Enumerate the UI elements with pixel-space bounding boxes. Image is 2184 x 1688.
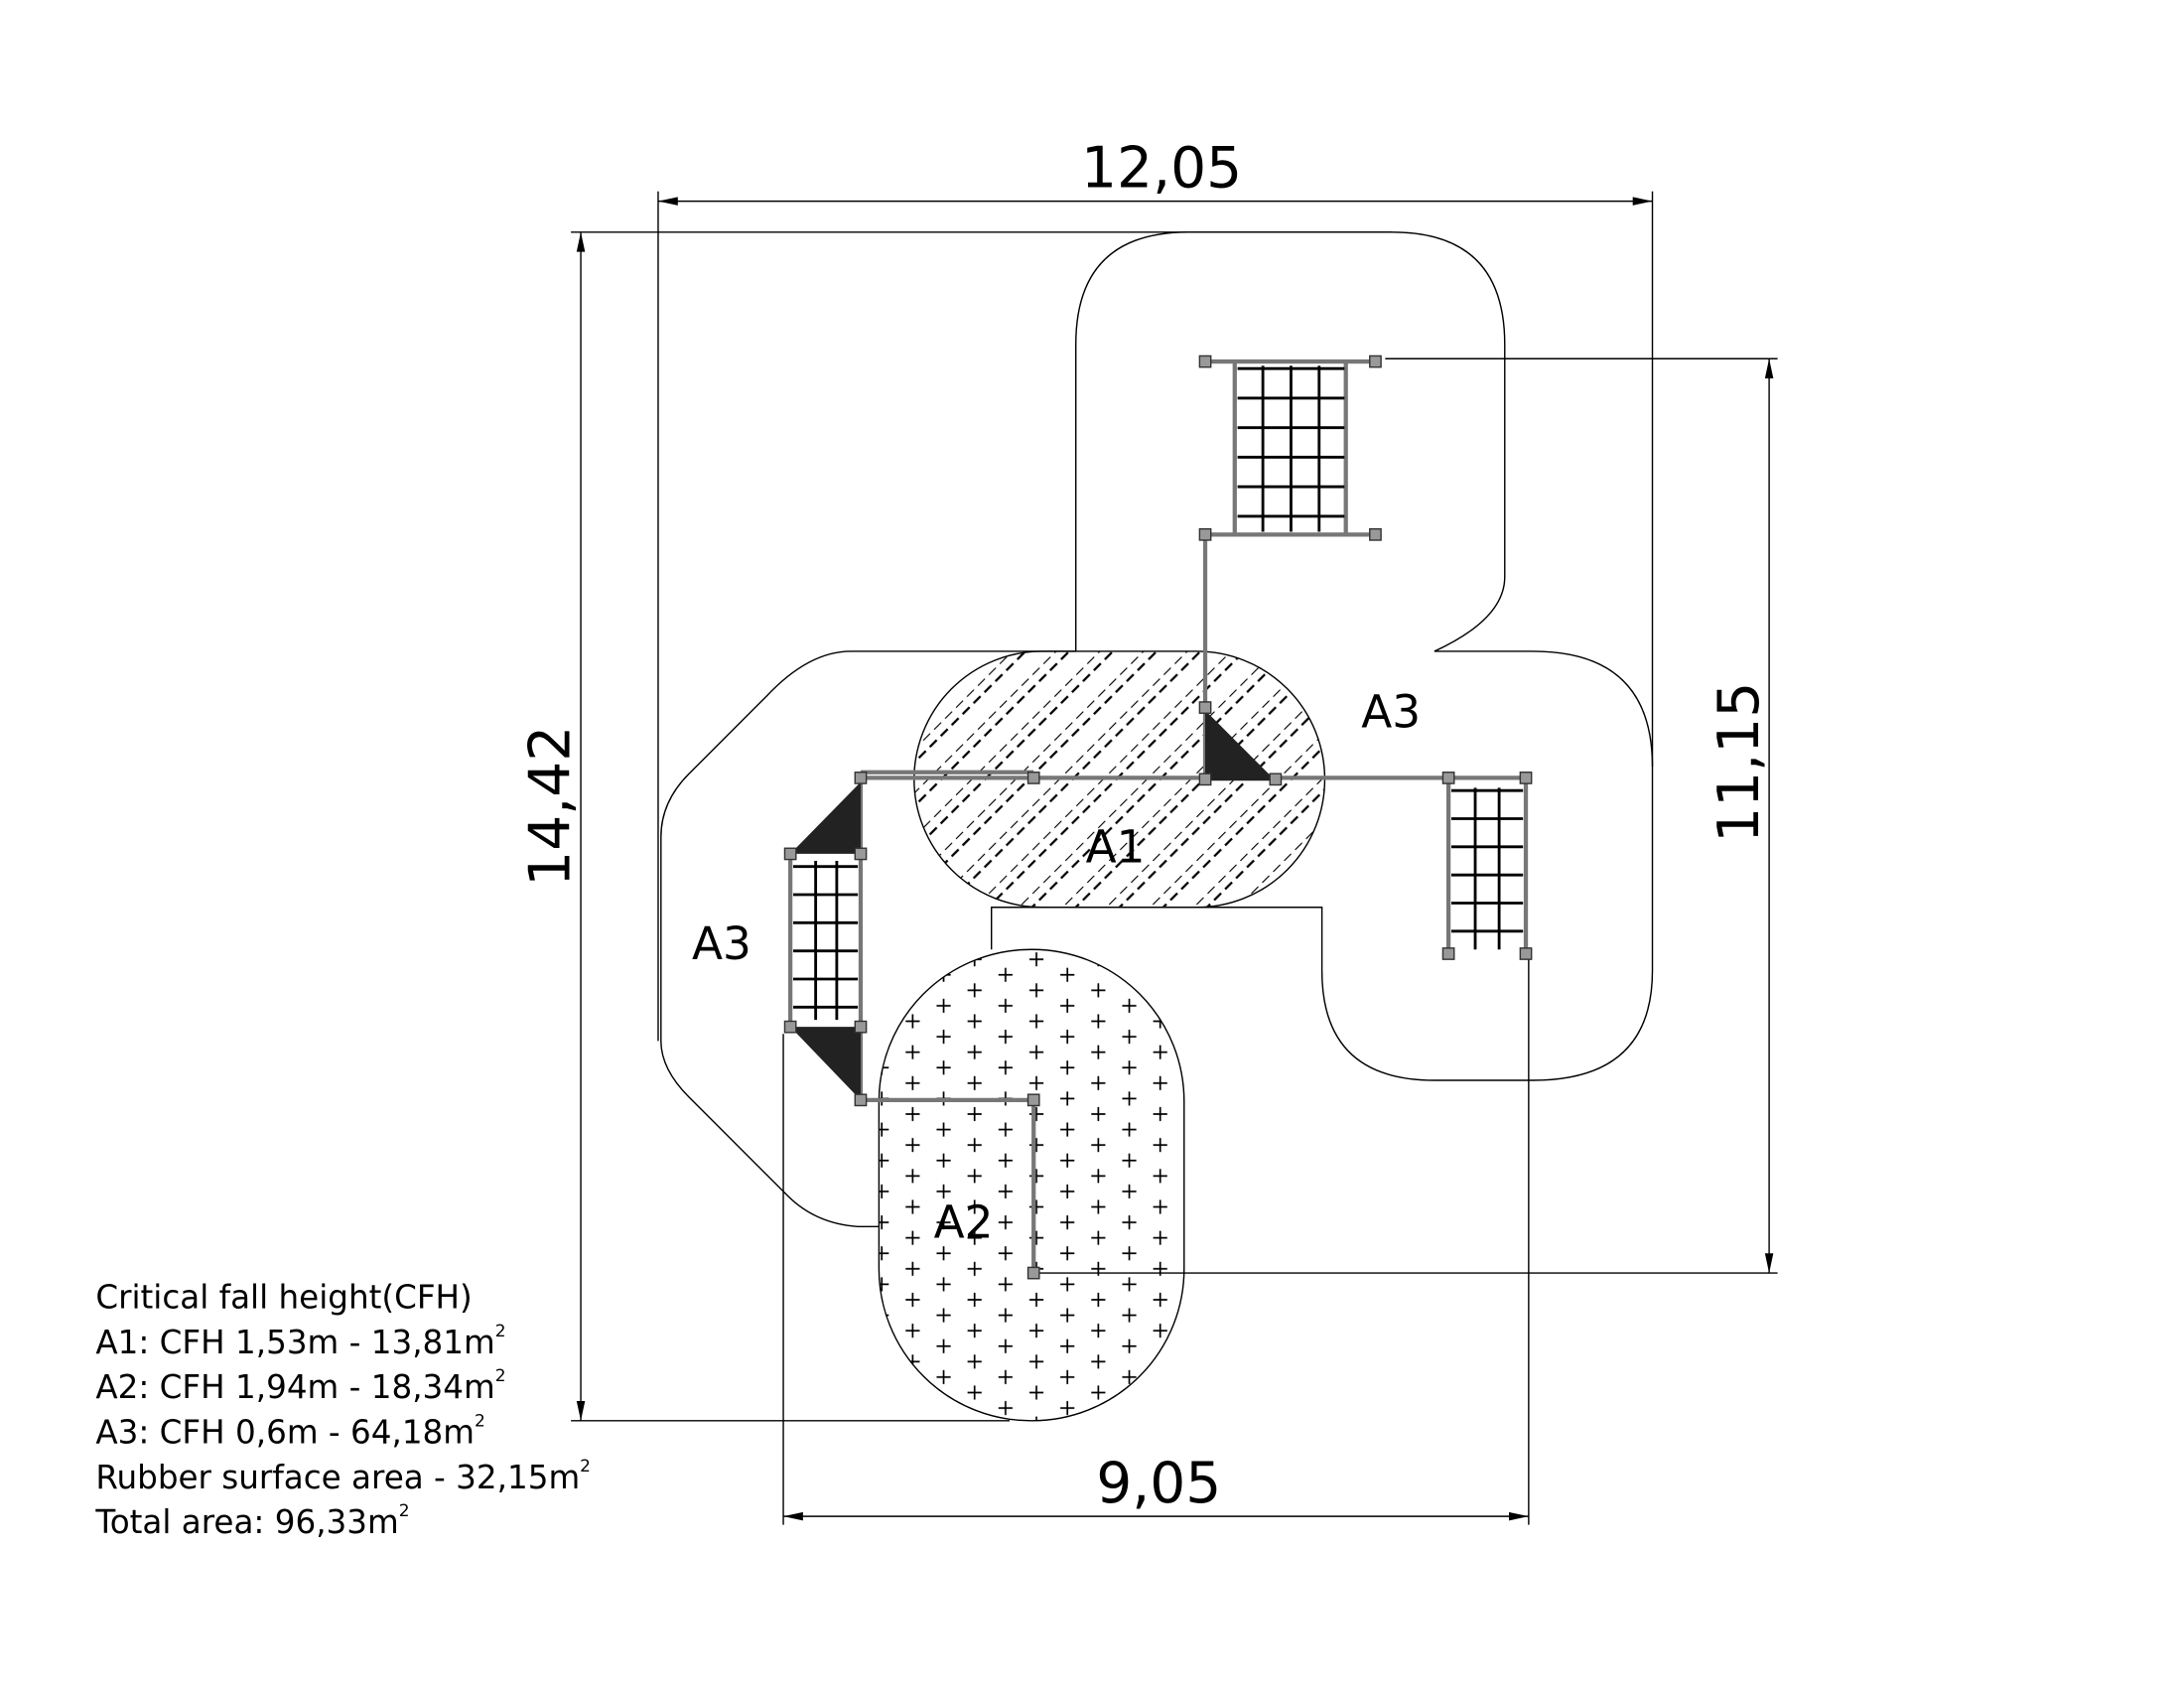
zone-label-a1: A1 bbox=[1086, 820, 1146, 873]
dimension-total-width: 12,05 bbox=[1081, 135, 1242, 201]
zone-label-a3-right: A3 bbox=[1361, 685, 1421, 738]
triangle-panels bbox=[790, 710, 1276, 1100]
legend-line-a2: A2: CFH 1,94m - 18,34m2 bbox=[95, 1366, 505, 1406]
legend-line-a3: A3: CFH 0,6m - 64,18m2 bbox=[95, 1411, 485, 1451]
post-connectors bbox=[783, 354, 1533, 1280]
legend-line-rubber: Rubber surface area - 32,15m2 bbox=[95, 1457, 591, 1496]
legend: Critical fall height(CFH) A1: CFH 1,53m … bbox=[94, 1278, 591, 1541]
legend-line-total: Total area: 96,33m2 bbox=[94, 1501, 409, 1541]
zone-label-a2: A2 bbox=[934, 1196, 994, 1249]
dimension-equipment-height: 11,15 bbox=[1706, 682, 1772, 843]
legend-title: Critical fall height(CFH) bbox=[95, 1278, 472, 1316]
dimension-lines bbox=[571, 191, 1778, 1525]
zone-label-a3-left: A3 bbox=[692, 917, 751, 970]
dimension-arrows bbox=[576, 197, 1774, 1521]
climbing-nets bbox=[792, 365, 1524, 1021]
dimension-total-height: 14,42 bbox=[518, 726, 584, 887]
dimension-equipment-width: 9,05 bbox=[1096, 1451, 1221, 1516]
legend-line-a1: A1: CFH 1,53m - 13,81m2 bbox=[95, 1322, 505, 1361]
